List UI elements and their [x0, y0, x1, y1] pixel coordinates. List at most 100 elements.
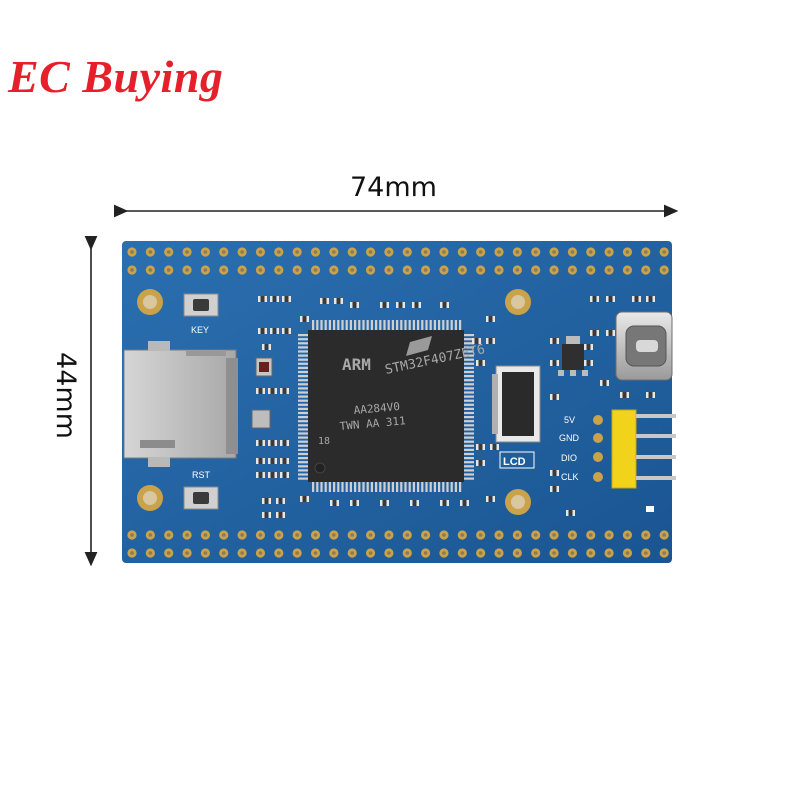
header-pad — [237, 530, 247, 540]
header-pad — [219, 548, 229, 558]
header-pad — [365, 265, 376, 275]
smd-part — [606, 330, 615, 336]
header-pad — [310, 265, 321, 275]
header-pad — [604, 265, 614, 275]
header-pad — [310, 247, 321, 257]
header-pad — [421, 265, 431, 275]
smd-components — [256, 296, 655, 518]
header-pad — [567, 548, 578, 558]
usb-c-connector — [615, 311, 673, 381]
header-pad — [531, 247, 541, 257]
header-pad — [622, 247, 633, 257]
crystal-small — [251, 409, 271, 429]
lcd-label: LCD — [503, 456, 526, 468]
smd-part — [620, 392, 629, 398]
chip-lot: TWN AA 311 — [339, 414, 406, 433]
header-pad — [494, 265, 504, 275]
chip-batch: AA284V0 — [353, 400, 400, 417]
header-pad — [182, 548, 192, 558]
mounting-hole — [505, 289, 531, 315]
smd-part — [320, 298, 329, 304]
smd-part — [256, 440, 265, 446]
header-pad — [641, 548, 651, 558]
smd-part — [350, 500, 359, 506]
pin-dio-label: DIO — [561, 453, 577, 463]
crystal-oscillator — [255, 357, 273, 377]
smd-part — [476, 460, 485, 466]
smd-part — [258, 296, 267, 302]
reset-button — [183, 486, 219, 510]
pin-clk-label: CLK — [561, 472, 579, 482]
mcu-chip — [298, 320, 474, 492]
smd-part — [380, 302, 389, 308]
header-pad — [604, 530, 614, 540]
header-pad — [439, 530, 449, 540]
header-pad — [586, 265, 596, 275]
smd-part — [282, 296, 291, 302]
smd-part — [460, 500, 469, 506]
header-pad — [255, 530, 266, 540]
smd-part — [440, 302, 449, 308]
smd-part — [280, 388, 289, 394]
header-pad — [457, 265, 467, 275]
header-pad — [512, 265, 522, 275]
smd-part — [646, 296, 655, 302]
header-pad — [641, 530, 651, 540]
smd-part — [550, 394, 559, 400]
header-pad — [659, 530, 669, 540]
header-pad — [494, 247, 504, 257]
header-pad — [200, 265, 210, 275]
top-pin-rows — [127, 247, 669, 275]
header-pad — [292, 548, 302, 558]
header-pad — [255, 265, 266, 275]
header-pad — [219, 265, 229, 275]
smd-part — [256, 458, 265, 464]
header-pad — [586, 247, 596, 257]
st-logo — [406, 336, 432, 356]
header-pad — [531, 548, 541, 558]
header-pad — [659, 247, 669, 257]
header-pad — [329, 530, 339, 540]
header-pad — [457, 247, 467, 257]
header-pad — [531, 265, 541, 275]
header-pad — [402, 530, 412, 540]
header-pad — [476, 530, 486, 540]
bottom-pin-rows — [127, 530, 669, 558]
header-pad — [531, 530, 541, 540]
header-pad — [586, 548, 596, 558]
smd-part — [486, 496, 495, 502]
smd-part — [258, 328, 267, 334]
header-pad — [421, 530, 431, 540]
smd-part — [256, 472, 265, 478]
header-pad — [292, 530, 302, 540]
smd-part — [268, 458, 277, 464]
header-pad — [145, 548, 155, 558]
header-pad — [145, 247, 155, 257]
smd-part — [396, 302, 405, 308]
pin-gnd-label: GND — [559, 433, 580, 443]
header-pad — [384, 530, 394, 540]
header-pad — [274, 548, 284, 558]
smd-part — [300, 316, 309, 322]
header-pad — [329, 548, 339, 558]
header-pad — [549, 548, 559, 558]
header-pad — [567, 247, 578, 257]
header-pad — [200, 247, 210, 257]
header-pad — [164, 530, 174, 540]
smd-part — [268, 388, 277, 394]
header-pad — [439, 548, 449, 558]
smd-part — [350, 302, 359, 308]
mounting-hole — [137, 289, 163, 315]
header-pad — [421, 247, 431, 257]
smd-part — [600, 380, 609, 386]
header-pad — [457, 530, 467, 540]
smd-part — [268, 472, 277, 478]
header-pad — [512, 247, 522, 257]
header-pad — [310, 530, 321, 540]
header-pad — [292, 265, 302, 275]
smd-part — [440, 500, 449, 506]
header-pad — [219, 530, 229, 540]
smd-part — [280, 458, 289, 464]
header-pad — [549, 530, 559, 540]
chip-brand: ARM — [342, 355, 371, 374]
